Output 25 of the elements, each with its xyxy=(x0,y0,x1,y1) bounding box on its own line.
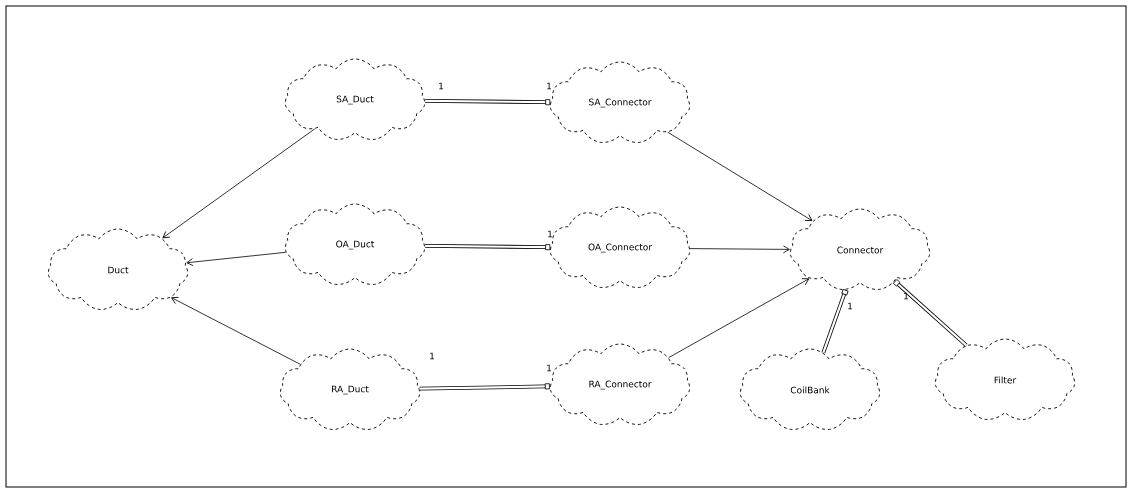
multiplicity-label: 1 xyxy=(848,302,853,310)
multiplicity-label: 1 xyxy=(548,230,553,238)
class-cloud: OA_Duct xyxy=(284,203,426,285)
arrow xyxy=(186,251,287,266)
multiplicity-label: 1 xyxy=(547,364,552,372)
class-cloud: Duct xyxy=(47,228,189,310)
multiplicity-label: 1 xyxy=(547,82,552,90)
aggregation-line xyxy=(419,383,550,391)
aggregation-line xyxy=(892,279,968,347)
multiplicity-label: 1 xyxy=(904,292,909,300)
arrow xyxy=(171,297,301,365)
class-cloud: RA_Duct xyxy=(279,348,421,430)
multiplicity-label: 1 xyxy=(430,352,435,360)
aggregation-line xyxy=(425,243,551,251)
arrow xyxy=(162,128,315,239)
arrow xyxy=(689,245,790,254)
class-cloud: Connector xyxy=(789,208,931,290)
multiplicity-label: 1 xyxy=(439,82,444,90)
aggregation-line xyxy=(821,289,849,354)
class-cloud: Filter xyxy=(934,338,1076,420)
class-cloud: CoilBank xyxy=(739,348,881,430)
aggregation-line xyxy=(425,98,551,106)
arrow xyxy=(667,131,813,221)
class-cloud: SA_Duct xyxy=(284,58,426,140)
arrow xyxy=(668,278,810,358)
